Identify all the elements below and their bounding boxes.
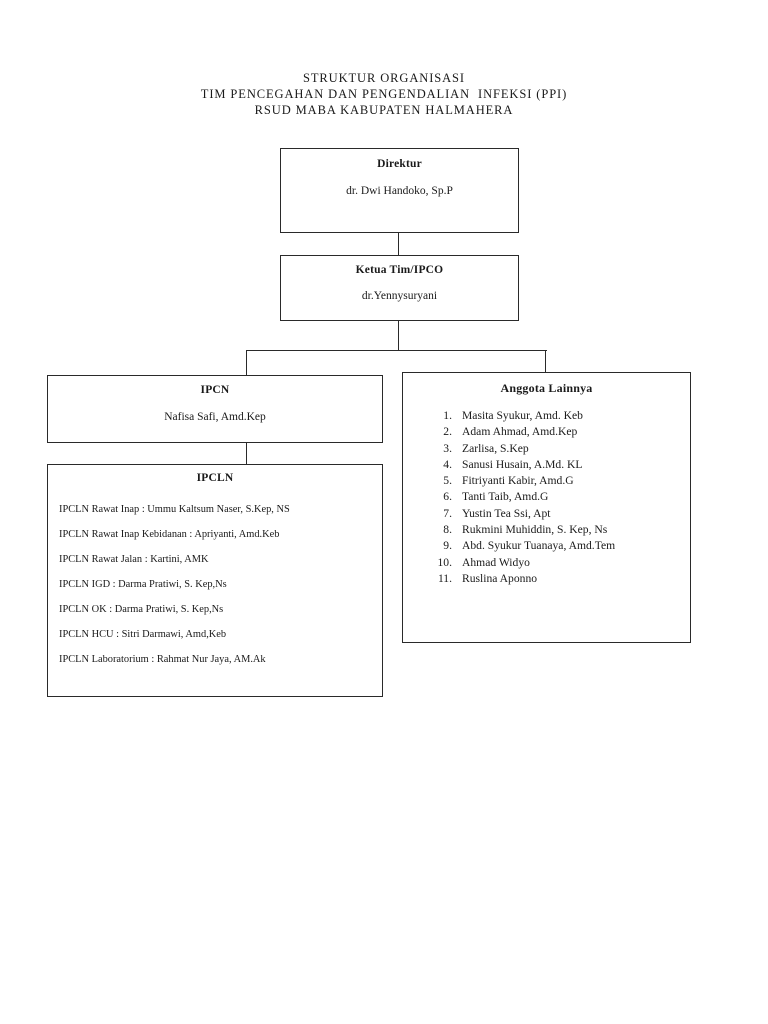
node-ketua-name: dr.Yennysuryani — [361, 290, 438, 302]
node-ipcln-heading: IPCLN — [196, 472, 234, 484]
node-ipcn[interactable]: IPCN Nafisa Safi, Amd.Kep — [47, 375, 383, 443]
ipcln-item: IPCLN IGD : Darma Pratiwi, S. Kep,Ns — [59, 579, 227, 590]
ipcln-list: IPCLN Rawat Inap : Ummu Kaltsum Naser, S… — [48, 497, 382, 672]
anggota-item-number: 6. — [443, 490, 452, 504]
title-line-2: TIM PENCEGAHAN DAN PENGENDALIAN INFEKSI … — [200, 87, 568, 101]
anggota-item-name: Zarlisa, S.Kep — [462, 441, 529, 455]
anggota-item-name: Abd. Syukur Tuanaya, Amd.Tem — [462, 539, 616, 553]
node-ipcln[interactable]: IPCLN IPCLN Rawat Inap : Ummu Kaltsum Na… — [47, 464, 383, 697]
anggota-item-number: 5. — [443, 474, 452, 488]
connector-horizontal-bar — [246, 350, 547, 352]
anggota-item-name: Masita Syukur, Amd. Keb — [462, 409, 583, 422]
anggota-list-item: 2. Adam Ahmad, Amd.Kep — [432, 424, 690, 440]
anggota-item-number: 9. — [443, 539, 452, 553]
ipcln-item: IPCLN Rawat Inap Kebidanan : Apriyanti, … — [59, 529, 280, 540]
connector-ketua-down — [398, 321, 400, 351]
anggota-item-name: Ahmad Widyo — [462, 555, 530, 569]
title-line-1: STRUKTUR ORGANISASI — [303, 71, 465, 85]
anggota-list-item: 10. Ahmad Widyo — [432, 555, 690, 571]
anggota-list-item: 9. Abd. Syukur Tuanaya, Amd.Tem — [432, 538, 690, 554]
connector-to-anggota — [545, 350, 547, 373]
chart-title: STRUKTUR ORGANISASI TIM PENCEGAHAN DAN P… — [0, 70, 768, 118]
anggota-item-number: 8. — [443, 523, 452, 537]
anggota-list-item: 11. Ruslina Aponno — [432, 571, 690, 587]
anggota-item-name: Yustin Tea Ssi, Apt — [462, 506, 551, 520]
title-line-3: RSUD MABA KABUPATEN HALMAHERA — [254, 103, 514, 117]
node-ipcn-heading: IPCN — [200, 384, 230, 396]
node-direktur-heading: Direktur — [377, 158, 422, 170]
node-ketua-heading: Ketua Tim/IPCO — [355, 264, 444, 276]
anggota-item-number: 4. — [443, 457, 452, 471]
anggota-item-number: 10. — [437, 555, 453, 569]
node-ketua-tim-ipco[interactable]: Ketua Tim/IPCO dr.Yennysuryani — [280, 255, 519, 321]
connector-to-ipcn — [246, 350, 248, 376]
node-anggota-lainnya[interactable]: Anggota Lainnya 1. Masita Syukur, Amd. Ke… — [402, 372, 691, 643]
anggota-list-item: 1. Masita Syukur, Amd. Keb — [432, 408, 690, 424]
anggota-list-item: 6. Tanti Taib, Amd.G — [432, 489, 690, 505]
anggota-item-number: 2. — [443, 425, 452, 439]
node-anggota-heading: Anggota Lainnya — [500, 381, 593, 395]
anggota-item-name: Fitriyanti Kabir, Amd.G — [462, 474, 574, 488]
anggota-list-item: 7. Yustin Tea Ssi, Apt — [432, 506, 690, 522]
anggota-list-item: 4. Sanusi Husain, A.Md. KL — [432, 457, 690, 473]
ipcln-item: IPCLN Rawat Inap : Ummu Kaltsum Naser, S… — [59, 504, 290, 515]
connector-ipcn-to-ipcln — [246, 443, 248, 465]
node-direktur[interactable]: Direktur dr. Dwi Handoko, Sp.P — [280, 148, 519, 233]
ipcln-item: IPCLN Rawat Jalan : Kartini, AMK — [59, 554, 209, 565]
anggota-list-item: 3. Zarlisa, S.Kep — [432, 441, 690, 457]
anggota-item-number: 11. — [437, 571, 452, 585]
ipcln-item: IPCLN HCU : Sitri Darmawi, Amd,Keb — [59, 629, 227, 640]
anggota-item-name: Ruslina Aponno — [462, 571, 538, 585]
anggota-list: 1. Masita Syukur, Amd. Keb 2. Adam Ahmad, A… — [403, 408, 690, 587]
anggota-item-number: 3. — [443, 441, 452, 455]
anggota-item-name: Sanusi Husain, A.Md. KL — [462, 457, 583, 471]
node-direktur-name: dr. Dwi Handoko, Sp.P — [346, 185, 453, 197]
anggota-list-item: 8. Rukmini Muhiddin, S. Kep, Ns — [432, 522, 690, 538]
anggota-item-name: Adam Ahmad, Amd.Kep — [462, 425, 578, 439]
connector-direktur-to-ketua — [398, 233, 400, 256]
node-ipcn-name: Nafisa Safi, Amd.Kep — [164, 411, 266, 423]
anggota-item-name: Tanti Taib, Amd.G — [462, 490, 549, 504]
anggota-item-number: 7. — [443, 506, 452, 520]
ipcln-item: IPCLN OK : Darma Pratiwi, S. Kep,Ns — [59, 604, 224, 615]
anggota-item-name: Rukmini Muhiddin, S. Kep, Ns — [462, 523, 608, 537]
ipcln-item: IPCLN Laboratorium : Rahmat Nur Jaya, AM… — [59, 654, 266, 665]
anggota-item-number: 1. — [443, 409, 452, 422]
anggota-list-item: 5. Fitriyanti Kabir, Amd.G — [432, 473, 690, 489]
